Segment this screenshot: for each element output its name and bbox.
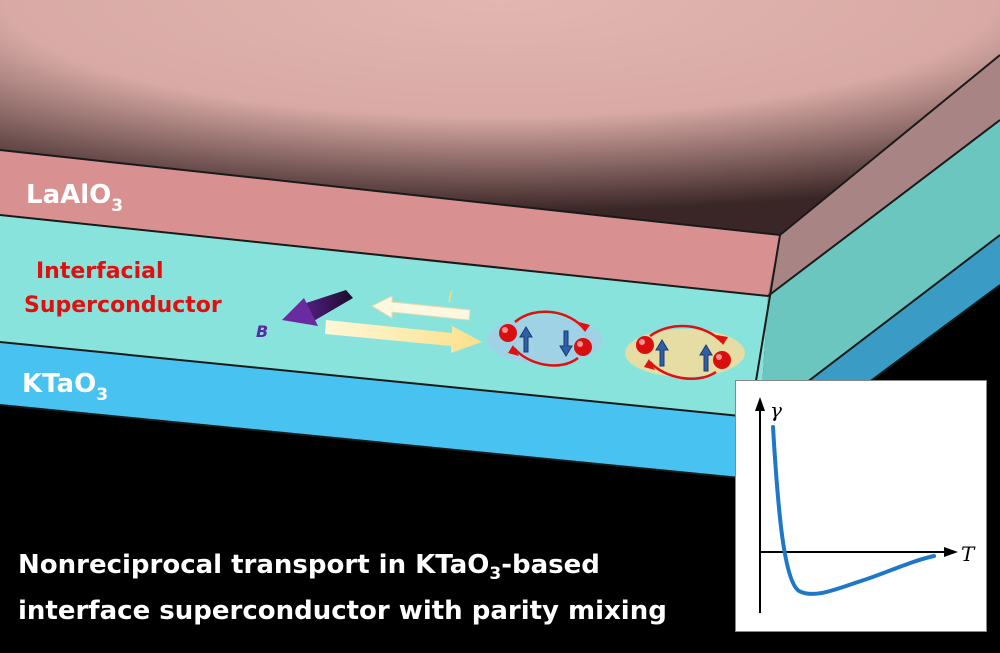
- interface-side-face: [760, 120, 1000, 418]
- spin-up-icon: [699, 344, 713, 372]
- current-symbol: I: [448, 288, 453, 306]
- ktao3-label: KTaO3: [22, 369, 108, 405]
- current-arrow-left-icon: [370, 295, 471, 321]
- caption-line-1: Nonreciprocal transport in KTaO3-based: [18, 550, 600, 585]
- triplet-cooper-pair: [625, 324, 745, 380]
- inset-plot: γ T: [755, 397, 976, 613]
- field-symbol: B: [256, 322, 268, 341]
- laalo3-front-face: [0, 150, 780, 296]
- interface-front-face: [0, 215, 768, 418]
- y-axis-arrow-icon: [755, 397, 765, 411]
- x-axis-arrow-icon: [944, 547, 958, 557]
- gamma-curve: [771, 425, 936, 596]
- current-arrow-right-icon: [325, 320, 482, 353]
- interfacial-label: Interfacial: [36, 259, 164, 284]
- spin-up-icon: [655, 339, 669, 367]
- y-axis-label: γ: [770, 398, 782, 422]
- superconductor-label: Superconductor: [24, 293, 222, 318]
- laalo3-side-face: [768, 55, 1000, 296]
- spin-up-icon: [519, 326, 533, 353]
- caption-line-2: interface superconductor with parity mix…: [18, 596, 667, 627]
- caption: Nonreciprocal transport in KTaO3-based i…: [18, 547, 718, 630]
- singlet-cooper-pair: [487, 310, 603, 367]
- magnetic-field-arrow-icon: [282, 290, 353, 326]
- laalo3-label: LaAlO3: [26, 180, 123, 216]
- gamma-vs-temperature-inset: γ T: [735, 380, 987, 632]
- spin-down-icon: [559, 330, 573, 357]
- x-axis-label: T: [961, 542, 976, 566]
- ktao3-front-face: [0, 342, 760, 478]
